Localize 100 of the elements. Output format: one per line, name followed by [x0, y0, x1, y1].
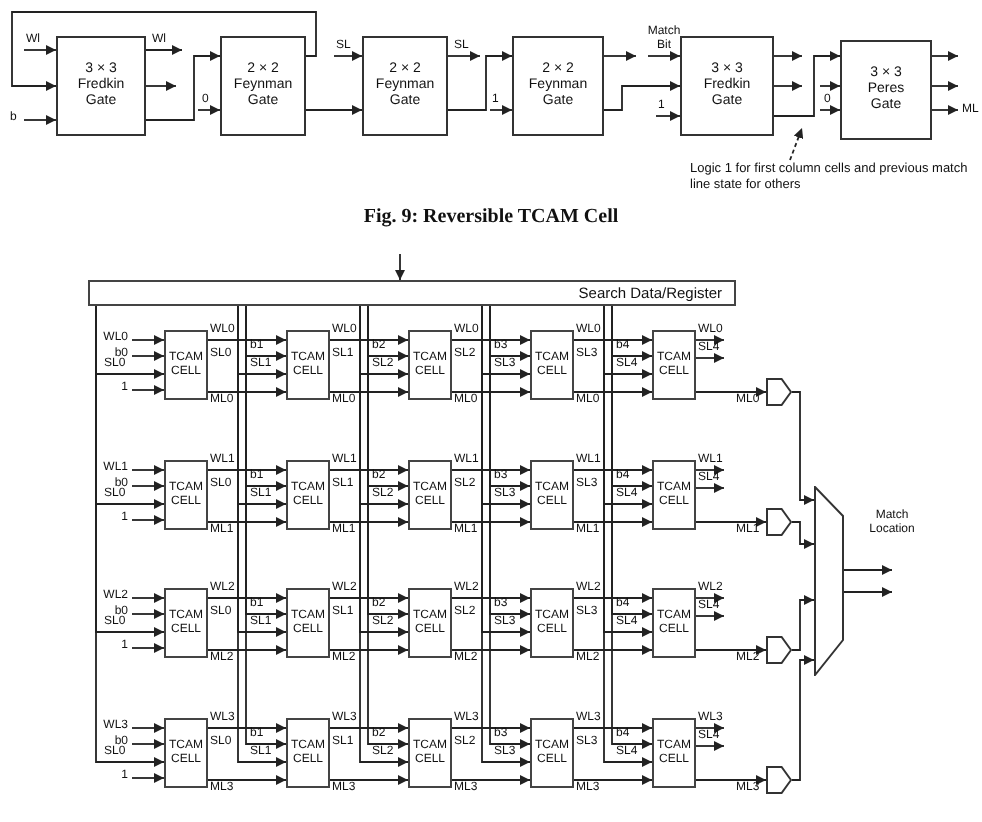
arrow	[95, 305, 165, 767]
arrow	[329, 645, 409, 655]
arrow	[451, 465, 531, 475]
arrow	[573, 593, 653, 603]
logic-gate-symbol	[766, 636, 792, 664]
arrow	[207, 723, 287, 733]
arrow	[931, 51, 959, 61]
arrow	[573, 645, 653, 655]
arrow	[329, 335, 409, 345]
arrow	[305, 105, 363, 115]
arrow	[573, 723, 653, 733]
arrow	[447, 51, 513, 111]
arrow	[655, 111, 681, 121]
arrow	[451, 775, 531, 785]
logic-gate-symbol	[766, 378, 792, 406]
arrow	[603, 81, 681, 111]
arrow	[573, 335, 653, 345]
arrow	[131, 593, 165, 603]
arrow	[145, 81, 177, 91]
arrow	[131, 335, 165, 345]
arrow	[791, 521, 815, 549]
arrow	[145, 51, 221, 121]
arrow	[245, 305, 287, 749]
arrow	[773, 51, 841, 117]
arrow	[145, 45, 183, 55]
arrow	[395, 253, 405, 281]
arrow	[131, 643, 165, 653]
arrow	[773, 51, 803, 61]
arrow	[447, 51, 481, 61]
arrow	[695, 775, 767, 785]
arrow	[451, 645, 531, 655]
arrow	[131, 515, 165, 525]
arrow	[23, 115, 57, 125]
arrow	[11, 11, 317, 91]
figure-caption: Fig. 9: Reversible TCAM Cell	[361, 206, 621, 228]
arrow	[931, 105, 959, 115]
arrow	[931, 81, 959, 91]
arrow	[647, 51, 681, 61]
arrow	[819, 81, 841, 91]
arrow	[611, 305, 653, 749]
arrow	[695, 517, 767, 527]
arrow	[573, 517, 653, 527]
arrow	[207, 335, 287, 345]
arrow	[695, 483, 725, 493]
arrow	[207, 593, 287, 603]
arrow	[329, 775, 409, 785]
arrow	[695, 611, 725, 621]
arrow	[791, 595, 815, 651]
arrow	[695, 593, 725, 603]
arrow	[489, 305, 531, 749]
arrow	[695, 353, 725, 363]
arrow	[333, 51, 363, 61]
arrow	[131, 723, 165, 733]
arrow	[207, 645, 287, 655]
arrow	[207, 517, 287, 527]
leader-line	[789, 127, 804, 161]
arrow	[131, 351, 165, 361]
arrow	[489, 105, 513, 115]
arrow	[359, 305, 409, 767]
arrow	[573, 775, 653, 785]
arrow	[819, 105, 841, 115]
arrow	[695, 387, 767, 397]
arrow	[207, 775, 287, 785]
arrow	[329, 723, 409, 733]
arrow	[695, 741, 725, 751]
arrow	[695, 723, 725, 733]
logic-gate-symbol	[766, 508, 792, 536]
arrow	[791, 655, 815, 781]
arrow	[695, 645, 767, 655]
arrow	[791, 391, 815, 505]
arrow	[451, 335, 531, 345]
arrow	[329, 387, 409, 397]
arrow	[695, 465, 725, 475]
arrow	[131, 465, 165, 475]
arrow	[207, 387, 287, 397]
arrow	[131, 773, 165, 783]
arrow	[843, 587, 893, 597]
arrow	[573, 465, 653, 475]
arrow	[843, 565, 893, 575]
arrow	[131, 385, 165, 395]
arrow	[197, 105, 221, 115]
arrow	[603, 51, 637, 61]
arrow	[237, 305, 287, 767]
arrow	[451, 723, 531, 733]
arrow	[695, 335, 725, 345]
arrow	[451, 387, 531, 397]
arrow	[329, 517, 409, 527]
encoder-symbol	[814, 486, 844, 676]
arrow	[207, 465, 287, 475]
arrow	[329, 465, 409, 475]
arrow	[367, 305, 409, 749]
arrow	[131, 481, 165, 491]
arrow	[773, 81, 803, 91]
arrow	[131, 609, 165, 619]
arrow	[573, 387, 653, 397]
arrow	[23, 45, 57, 55]
arrow	[131, 739, 165, 749]
logic-gate-symbol	[766, 766, 792, 794]
arrow	[603, 305, 653, 767]
arrow	[451, 517, 531, 527]
